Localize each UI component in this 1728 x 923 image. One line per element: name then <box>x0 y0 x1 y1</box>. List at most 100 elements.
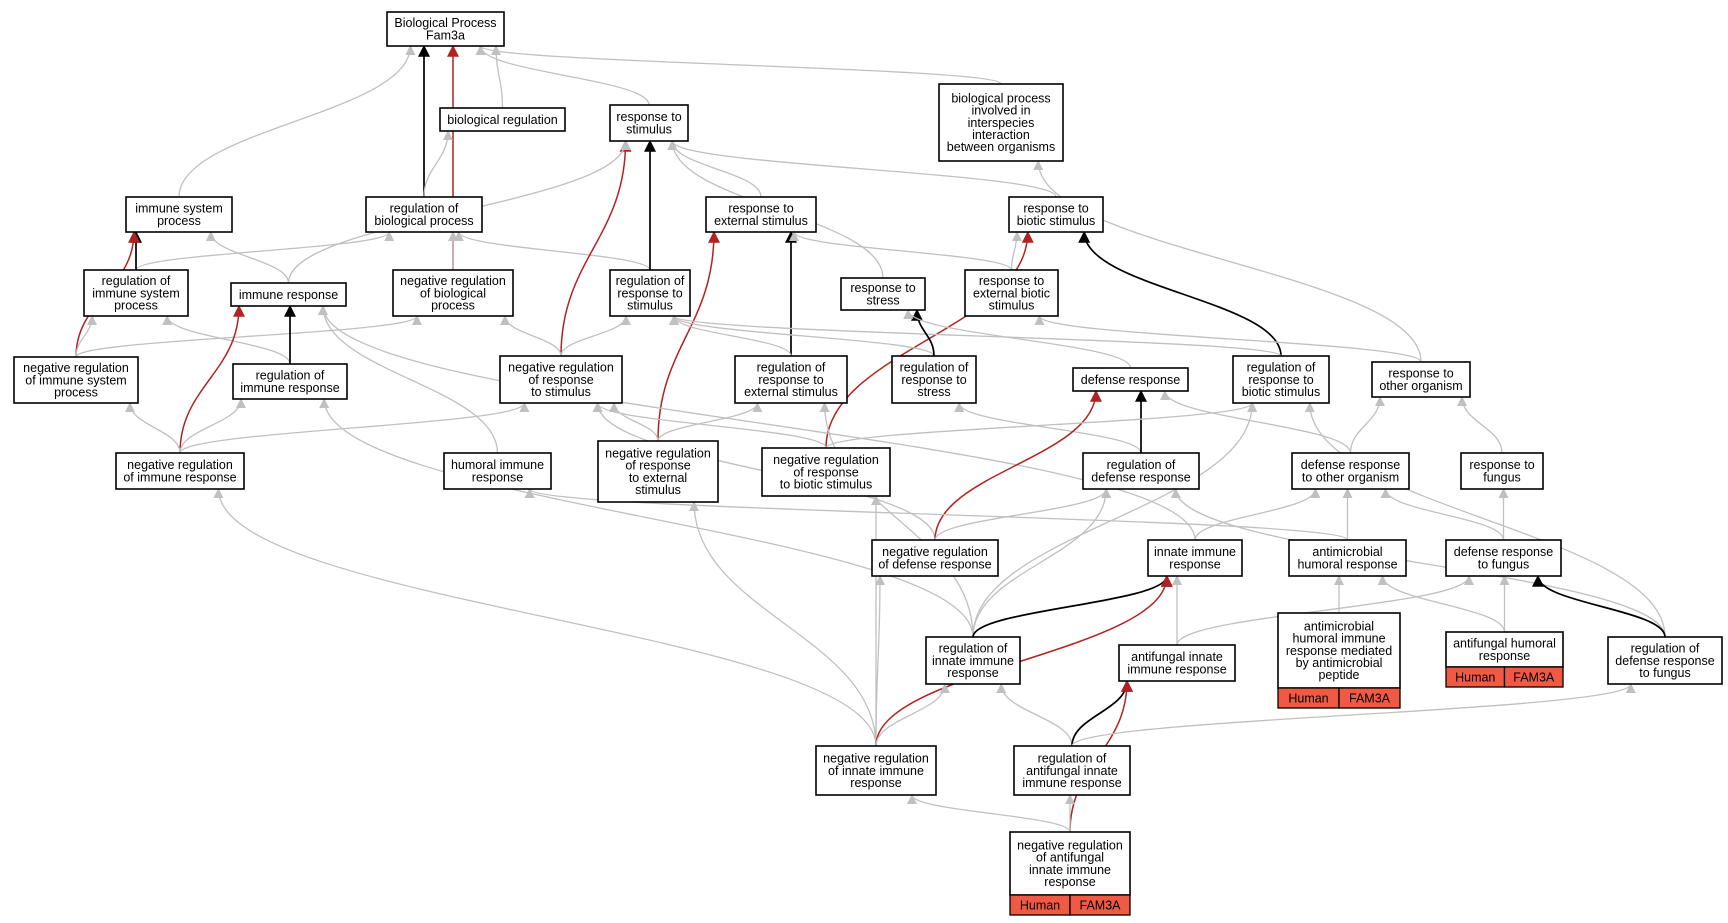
node-label-line: of immune response <box>123 470 236 484</box>
node-box <box>115 452 245 490</box>
edge-reg_resp_stim-to-reg_bp <box>453 231 651 271</box>
node-box <box>840 277 926 311</box>
node-label-line: process <box>114 299 158 313</box>
node-box <box>871 539 999 577</box>
node-box <box>1607 636 1723 685</box>
node-box <box>1371 361 1471 398</box>
node-label-line: Fam3a <box>426 28 465 42</box>
node-box <box>1118 644 1236 682</box>
node-label-line: negative regulation <box>127 458 233 472</box>
edge-reg_antifungal_innate-to-reg_innate <box>996 683 1073 747</box>
node-label-line: regulation of <box>1107 458 1176 472</box>
node-label-line: negative regulation <box>23 361 129 375</box>
edge-reg_resp_stress-to-reg_resp_stim <box>669 315 935 357</box>
node-bioreg[interactable]: biological regulation <box>439 107 566 132</box>
edge-neg_reg_imm_sys-to-neg_reg_bp <box>75 315 422 358</box>
node-label-line: biological process <box>951 91 1050 105</box>
edge-resp_other_org-to-resp_ext_biotic <box>1034 315 1422 363</box>
node-box <box>499 355 623 404</box>
node-label-line: process <box>431 299 475 313</box>
node-label-line: regulation of <box>616 274 685 288</box>
node-label-line: biological process <box>374 214 473 228</box>
node-label-line: antimicrobial <box>1304 619 1374 633</box>
node-label-line: response <box>850 776 901 790</box>
node-label-line: negative regulation <box>605 447 711 461</box>
node-label-line: biotic stimulus <box>1242 385 1321 399</box>
edge-humoral-to-imm_resp <box>318 305 499 454</box>
node-label-line: peptide <box>1318 668 1359 682</box>
node-label-line: interaction <box>972 128 1030 142</box>
node-label-line: to fungus <box>1478 557 1529 571</box>
edge-reg_resp_ext-to-reg_resp_stim <box>669 315 792 357</box>
edge-resp_ext_biotic-to-resp_biotic <box>1010 231 1022 271</box>
edge-neg_reg_innate-to-innate <box>875 574 1173 747</box>
edge-resp_ext-to-resp_stim <box>667 140 762 198</box>
edge-neg_reg_resp_stim-to-neg_reg_bp <box>500 315 562 357</box>
node-label-line: response to <box>1023 202 1088 216</box>
node-label-line: regulation of <box>1247 361 1316 375</box>
node-def-resp[interactable]: defense response <box>1072 367 1189 392</box>
edge-neg_reg_imm_sys-to-reg_imm_sys <box>75 315 97 358</box>
node-box <box>1291 452 1410 490</box>
node-box <box>1072 367 1189 392</box>
edge-reg_antifungal_innate-to-reg_def_fungus <box>1071 683 1636 747</box>
node-label-line: response to <box>617 286 682 300</box>
node-label-line: defense response <box>1301 458 1400 472</box>
node-label-line: of biological <box>420 286 486 300</box>
edge-neg_reg_innate-to-neg_reg_imm_resp <box>213 488 877 747</box>
edge-neg_reg_imm_resp-to-neg_reg_imm_sys <box>125 402 181 454</box>
node-label-line: regulation of <box>900 361 969 375</box>
node-label-line: external stimulus <box>744 385 838 399</box>
edge-def_other_org-to-def_resp <box>1160 390 1352 454</box>
edge-reg_def-to-reg_resp_stress <box>954 402 1142 454</box>
node-box <box>891 355 977 404</box>
node-label-line: negative regulation <box>882 545 988 559</box>
node-label-line: fungus <box>1483 470 1521 484</box>
node-label-line: humoral immune <box>1292 632 1385 646</box>
edge-neg_reg_imm_resp-to-imm_resp <box>179 304 245 454</box>
edge-neg_reg_def-to-def_resp <box>934 389 1102 541</box>
node-imm-resp[interactable]: immune response <box>230 282 347 307</box>
edge-imm_resp-to-imm_sys <box>205 231 290 284</box>
edge-antifungal_innate-to-def_fungus <box>1176 575 1474 646</box>
edge-resp_stim-to-root <box>475 45 650 106</box>
